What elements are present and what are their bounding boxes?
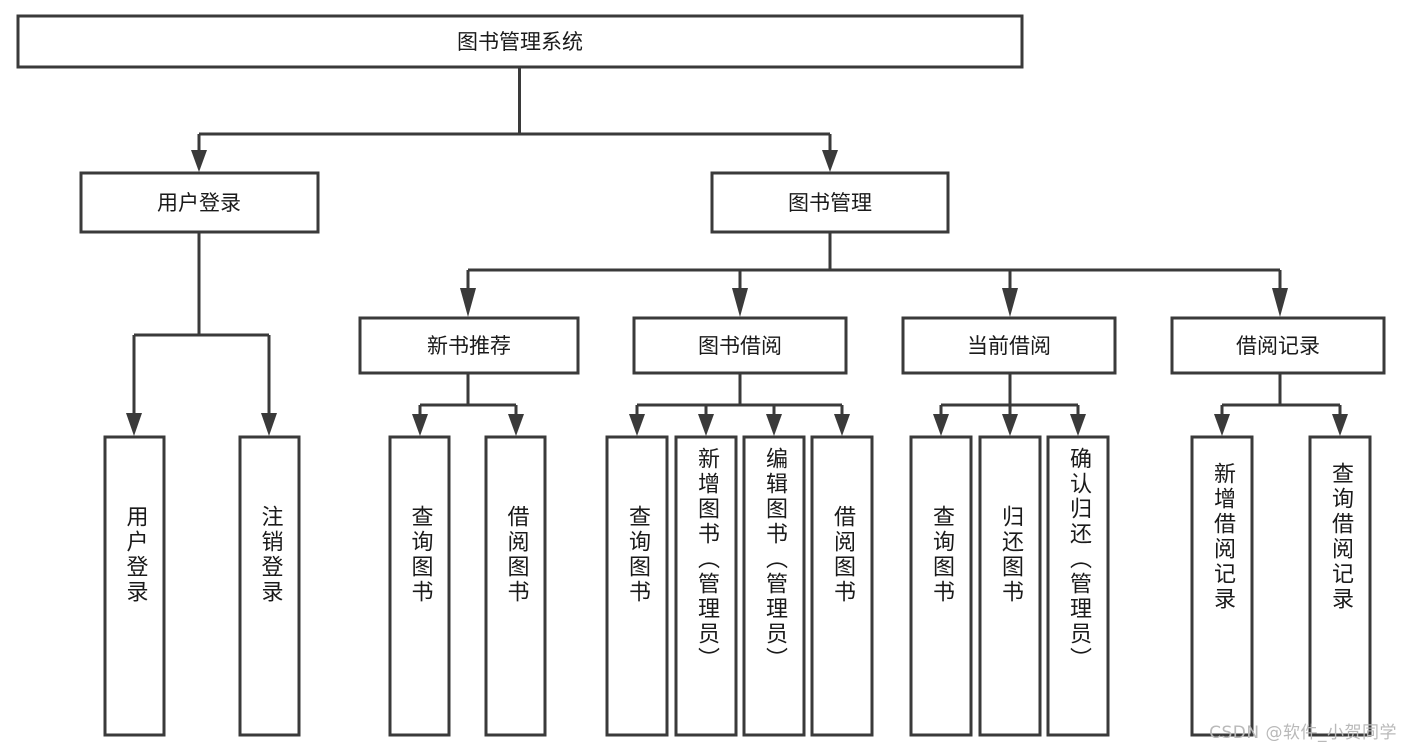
node-current-borrow[interactable] (901, 316, 1117, 375)
node-leaf-return-book[interactable] (978, 435, 1042, 737)
node-current-borrow-label: 当前借阅 (967, 334, 1051, 358)
node-leaf-query-book-2[interactable] (605, 435, 669, 737)
node-user-login-label: 用户登录 (157, 191, 241, 215)
node-leaf-borrow-book-1[interactable] (484, 435, 547, 737)
node-leaf-user-login[interactable] (103, 435, 166, 737)
arrow-head-icon (412, 414, 428, 436)
arrow-head-icon (460, 288, 476, 317)
node-borrow-records[interactable] (1170, 316, 1386, 375)
arrow-head-icon (1070, 414, 1086, 436)
arrow-head-icon (1002, 414, 1018, 436)
connector-group (126, 67, 1348, 436)
arrow-head-icon (834, 414, 850, 436)
arrow-head-icon (766, 414, 782, 436)
arrow-head-icon (1002, 288, 1018, 317)
node-leaf-query-record[interactable] (1308, 435, 1372, 737)
node-box-group (16, 14, 1386, 737)
node-book-borrow-label: 图书借阅 (698, 334, 782, 358)
node-root-label: 图书管理系统 (457, 30, 583, 54)
node-new-book-recommend-label: 新书推荐 (427, 334, 511, 358)
arrow-head-icon (698, 414, 714, 436)
node-user-login[interactable] (79, 171, 320, 234)
arrow-head-icon (629, 414, 645, 436)
node-leaf-add-record[interactable] (1190, 435, 1254, 737)
node-leaf-query-book-1[interactable] (388, 435, 451, 737)
arrow-head-icon (508, 414, 524, 436)
watermark: CSDN @软件_小贺同学 (1209, 723, 1397, 743)
arrow-head-icon (261, 413, 277, 436)
node-book-management-label: 图书管理 (788, 191, 872, 215)
node-new-book-recommend[interactable] (358, 316, 580, 375)
node-leaf-edit-book[interactable] (742, 435, 806, 737)
node-leaf-query-book-3[interactable] (909, 435, 973, 737)
arrow-head-icon (191, 150, 207, 172)
node-leaf-add-book[interactable] (674, 435, 738, 737)
arrow-head-icon (1272, 288, 1288, 317)
arrow-head-icon (126, 413, 142, 436)
node-book-borrow[interactable] (632, 316, 848, 375)
node-leaf-borrow-book-2[interactable] (810, 435, 874, 737)
node-book-management[interactable] (710, 171, 950, 234)
arrow-head-icon (822, 150, 838, 172)
arrow-head-icon (933, 414, 949, 436)
node-borrow-records-label: 借阅记录 (1236, 334, 1320, 358)
arrow-head-icon (1214, 414, 1230, 436)
arrow-head-icon (1332, 414, 1348, 436)
node-root[interactable] (16, 14, 1024, 69)
node-leaf-logout[interactable] (238, 435, 301, 737)
arrow-head-icon (732, 288, 748, 317)
node-leaf-confirm-return[interactable] (1046, 435, 1110, 737)
node-label-group: 图书管理系统 用户登录 图书管理 新书推荐 图书借阅 当前借阅 借阅记录 (157, 30, 1320, 358)
